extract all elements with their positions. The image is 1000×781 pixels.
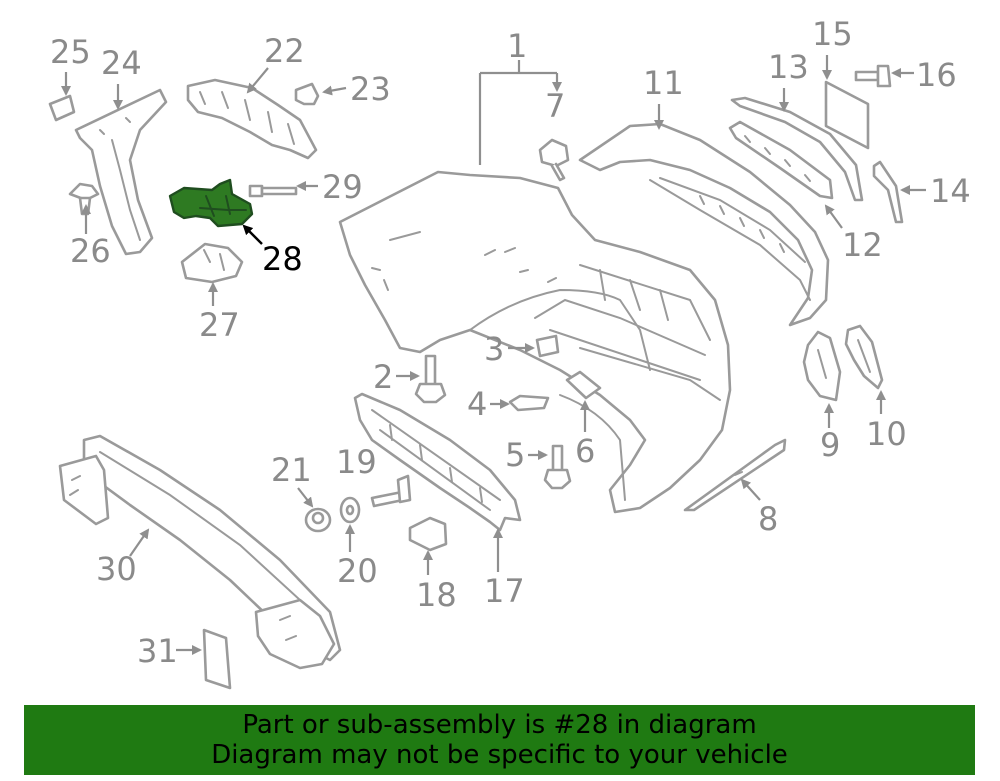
label-1: 1: [507, 27, 527, 65]
stud-part-19: [370, 474, 412, 508]
bracket-part-24: [74, 88, 168, 256]
nut-part-21: [304, 507, 332, 533]
label-15: 15: [812, 15, 853, 53]
pin-part-26: [68, 182, 100, 216]
bumper-cover-part: [338, 170, 732, 514]
info-banner: Part or sub-assembly is #28 in diagram D…: [24, 705, 975, 775]
label-24: 24: [101, 44, 142, 82]
trim-part-14: [872, 160, 904, 224]
label-23: 23: [350, 70, 391, 108]
label-9: 9: [820, 426, 840, 464]
highlighted-bracket-part-28[interactable]: [168, 178, 254, 228]
banner-line-1: Part or sub-assembly is #28 in diagram: [242, 710, 757, 740]
label-5: 5: [505, 436, 525, 474]
label-20: 20: [337, 552, 378, 590]
clip-part-23: [294, 82, 320, 106]
clip-part-3: [535, 334, 560, 358]
bolt-part-2: [414, 354, 447, 404]
label-4: 4: [467, 385, 487, 423]
label-13: 13: [768, 48, 809, 86]
label-21: 21: [271, 451, 312, 489]
label-31: 31: [137, 632, 178, 670]
diffuser-part-11: [578, 122, 830, 327]
label-28: 28: [262, 240, 303, 278]
sensor-part-7: [538, 138, 570, 182]
label-30: 30: [96, 550, 137, 588]
banner-line-2: Diagram may not be specific to your vehi…: [211, 740, 788, 770]
label-18: 18: [416, 576, 457, 614]
label-29: 29: [322, 168, 363, 206]
label-22: 22: [264, 32, 305, 70]
label-26: 26: [70, 232, 111, 270]
parts-diagram: 1 2 3 4 5 6 7 8 9 10: [48, 15, 971, 690]
label-12: 12: [842, 226, 883, 264]
pad-part-6: [565, 370, 602, 400]
screw-part-16: [854, 64, 892, 88]
label-7: 7: [545, 87, 565, 125]
connector-part-27: [180, 242, 244, 284]
label-17: 17: [484, 572, 525, 610]
label-2: 2: [373, 358, 393, 396]
label-19: 19: [336, 443, 377, 481]
bolt-part-29: [248, 184, 298, 198]
label-25: 25: [50, 33, 91, 71]
bolt-part-5: [543, 444, 572, 490]
label-10: 10: [866, 415, 907, 453]
trim-part-12: [728, 120, 834, 200]
label-11: 11: [643, 64, 684, 102]
bracket-part-18: [408, 516, 448, 552]
label-8: 8: [758, 500, 778, 538]
label-6: 6: [575, 432, 595, 470]
washer-part-20: [339, 496, 361, 524]
absorber-part-17: [353, 392, 522, 532]
plate-part-31: [202, 628, 232, 690]
bracket-part-4: [508, 394, 550, 412]
label-16: 16: [916, 56, 957, 94]
label-3: 3: [484, 330, 504, 368]
reinforcement-beam-part-30: [58, 434, 342, 670]
label-14: 14: [930, 172, 971, 210]
clip-part-25: [48, 94, 76, 122]
plate-part-15: [824, 80, 870, 150]
label-27: 27: [199, 306, 240, 344]
